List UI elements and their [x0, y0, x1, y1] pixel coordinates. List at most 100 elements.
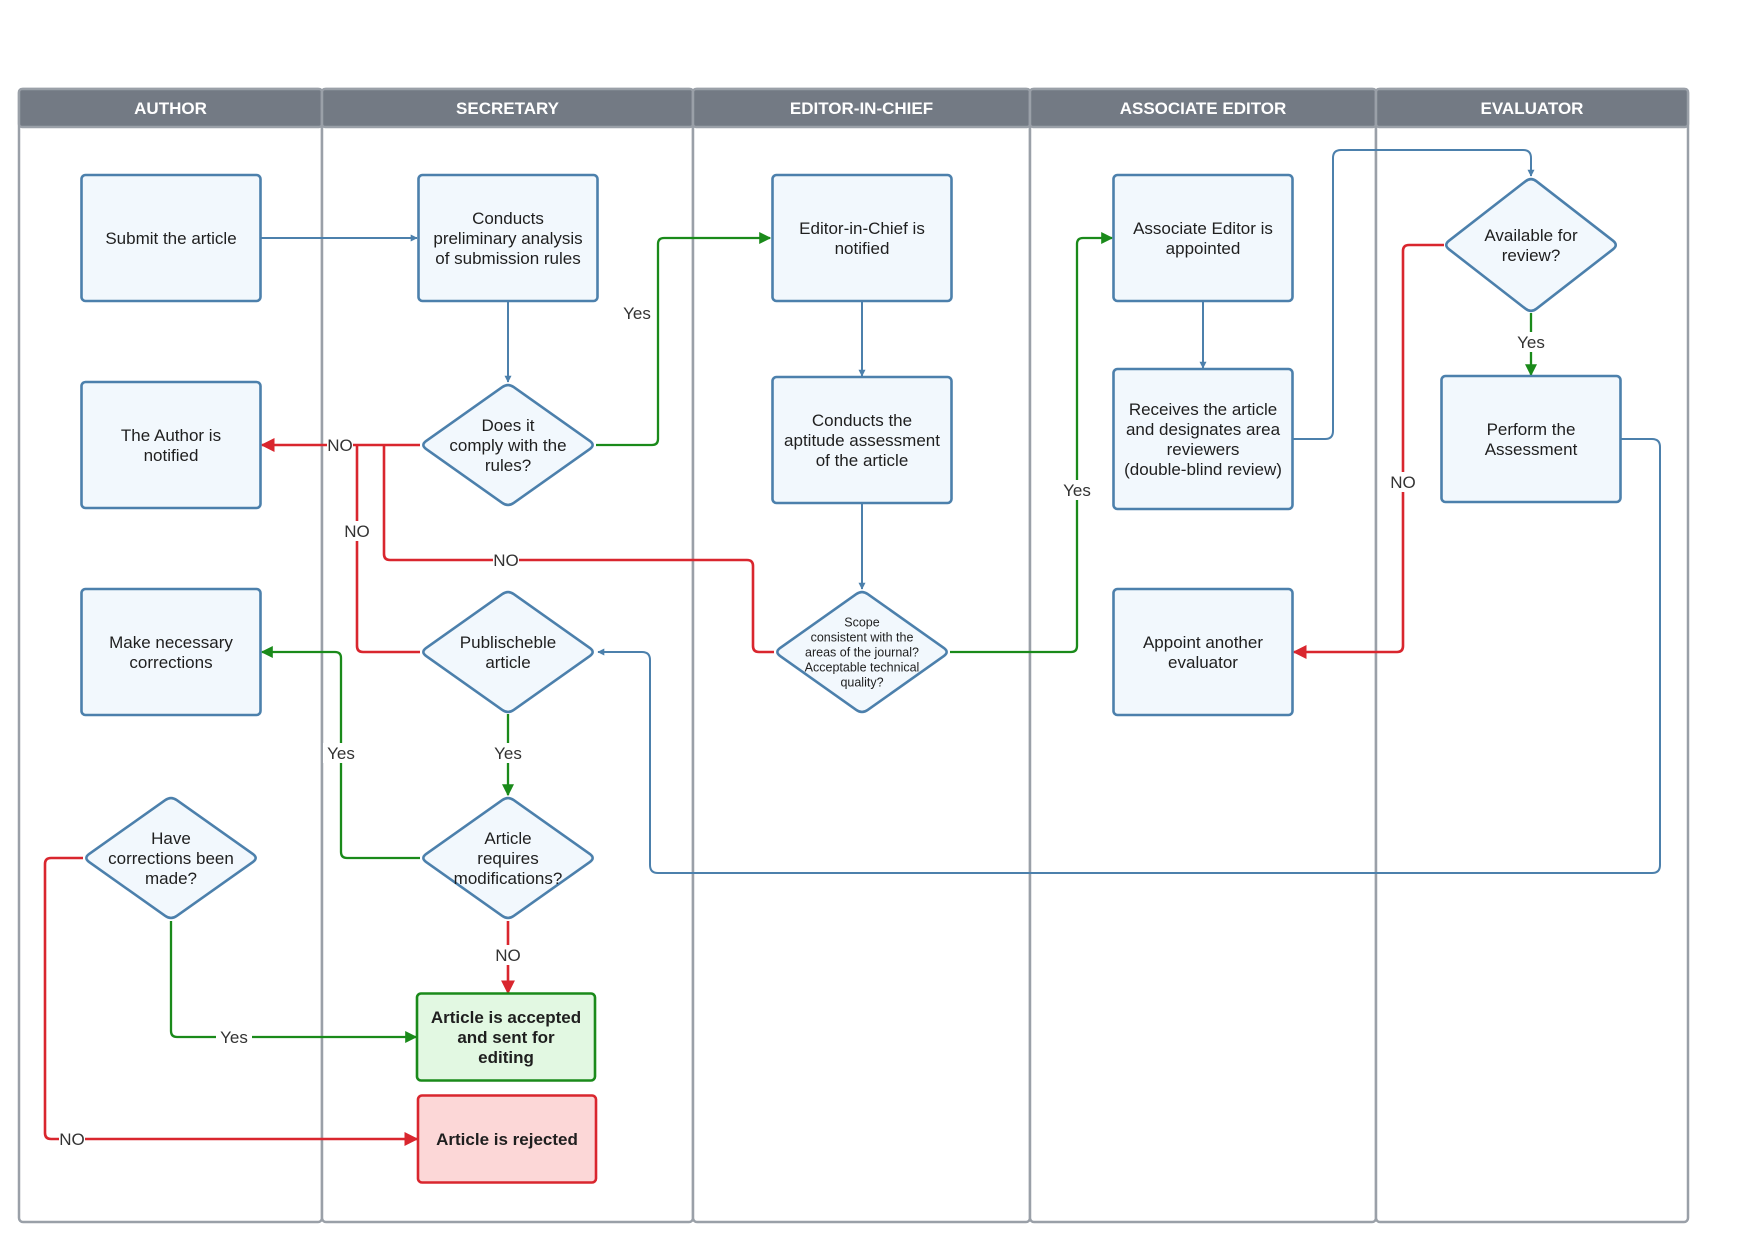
- node-text-line: Conducts: [472, 209, 544, 228]
- node-text-line: Acceptable technical: [805, 661, 920, 675]
- node-text-line: editing: [478, 1048, 534, 1067]
- edge-label-bg: [59, 1129, 85, 1149]
- edge-label-bg: [344, 521, 370, 541]
- node-text-line: Article is accepted: [431, 1008, 581, 1027]
- process-shape: [1112, 173, 1294, 303]
- lane-title: EVALUATOR: [1481, 99, 1584, 118]
- node-text-line: aptitude assessment: [784, 431, 940, 450]
- edge-label-bg: [1059, 480, 1095, 500]
- decision-shape: [422, 590, 594, 714]
- edge-label-scope-no-to-author: NO: [493, 551, 519, 570]
- decision-shape: [85, 796, 257, 920]
- edge-publishable-no-to-author: [355, 445, 420, 654]
- node-text-line: consistent with the: [811, 631, 914, 645]
- node-text-line: rules?: [485, 456, 531, 475]
- lane-title: EDITOR-IN-CHIEF: [790, 99, 933, 118]
- edge-made-no-to-rejected: [43, 856, 419, 1146]
- node-text-line: and designates area: [1126, 420, 1281, 439]
- node-text-line: The Author is: [121, 426, 221, 445]
- edge-label-made-no-to-rejected: NO: [59, 1130, 85, 1149]
- node-text-line: review?: [1502, 246, 1561, 265]
- node-text-line: Submit the article: [105, 229, 236, 248]
- process-shape: [771, 173, 953, 303]
- node-rejected: Article is rejected: [416, 1094, 598, 1184]
- edges-layer: [43, 149, 1661, 1146]
- node-text-line: Article is rejected: [436, 1130, 578, 1149]
- node-text-line: evaluator: [1168, 653, 1238, 672]
- process-shape: [1112, 587, 1294, 717]
- node-text-line: comply with the: [449, 436, 566, 455]
- node-text-line: Editor-in-Chief is: [799, 219, 925, 238]
- node-text-line: Make necessary: [109, 633, 233, 652]
- node-text-line: of submission rules: [435, 249, 581, 268]
- node-text-line: reviewers: [1167, 440, 1240, 459]
- lane-evaluator: EVALUATOR: [1374, 87, 1690, 1224]
- decision-shape: [1444, 177, 1618, 313]
- edge-scope-yes-to-ae: [950, 232, 1114, 654]
- edge-label-bg: [327, 435, 353, 455]
- node-text-line: corrections: [129, 653, 212, 672]
- edge-label-bg: [495, 945, 521, 965]
- process-shape: [416, 1094, 598, 1184]
- node-text-line: requires: [477, 849, 538, 868]
- node-text-line: Available for: [1484, 226, 1578, 245]
- process-shape: [1112, 367, 1294, 511]
- node-text-line: Appoint another: [1143, 633, 1263, 652]
- node-text-line: areas of the journal?: [805, 646, 919, 660]
- node-text-line: made?: [145, 869, 197, 888]
- edge-comply-yes-to-eic: [596, 232, 772, 447]
- edge-perform-to-publishable: [597, 438, 1661, 874]
- edge-made-yes-to-accepted: [169, 921, 418, 1043]
- node-text-line: of the article: [816, 451, 909, 470]
- node-text-line: Scope: [844, 616, 879, 630]
- edge-label-bg: [216, 1027, 252, 1047]
- process-shape: [417, 173, 599, 303]
- edge-label-bg: [619, 303, 655, 323]
- edge-label-available-yes-to-perform: Yes: [1517, 333, 1545, 352]
- edge-label-bg: [323, 743, 359, 763]
- edge-label-made-yes-to-accepted: Yes: [220, 1028, 248, 1047]
- lane-title: ASSOCIATE EDITOR: [1120, 99, 1287, 118]
- process-shape: [1440, 374, 1622, 504]
- process-shape: [415, 992, 597, 1082]
- edge-label-modif-yes-to-corrections: Yes: [327, 744, 355, 763]
- node-text-line: corrections been: [108, 849, 234, 868]
- edge-label-publishable-yes-to-modif: Yes: [494, 744, 522, 763]
- node-text-line: Associate Editor is: [1133, 219, 1273, 238]
- node-text-line: Have: [151, 829, 191, 848]
- process-shape: [771, 375, 953, 505]
- node-text-line: article: [485, 653, 530, 672]
- edge-label-available-no-to-appoint: NO: [1390, 473, 1416, 492]
- node-text-line: Article: [484, 829, 531, 848]
- decision-shape: [776, 590, 948, 714]
- edge-scope-no-to-author: [382, 445, 774, 654]
- edge-label-scope-yes-to-ae: Yes: [1063, 481, 1091, 500]
- node-text-line: Assessment: [1485, 440, 1578, 459]
- node-text-line: Does it: [482, 416, 535, 435]
- process-shape: [80, 587, 262, 717]
- node-text-line: notified: [835, 239, 890, 258]
- edge-label-publishable-no-to-author: NO: [344, 522, 370, 541]
- process-shape: [80, 380, 262, 510]
- node-text-line: modifications?: [454, 869, 563, 888]
- node-text-line: Conducts the: [812, 411, 912, 430]
- lane-title: AUTHOR: [134, 99, 207, 118]
- edge-label-bg: [1390, 472, 1416, 492]
